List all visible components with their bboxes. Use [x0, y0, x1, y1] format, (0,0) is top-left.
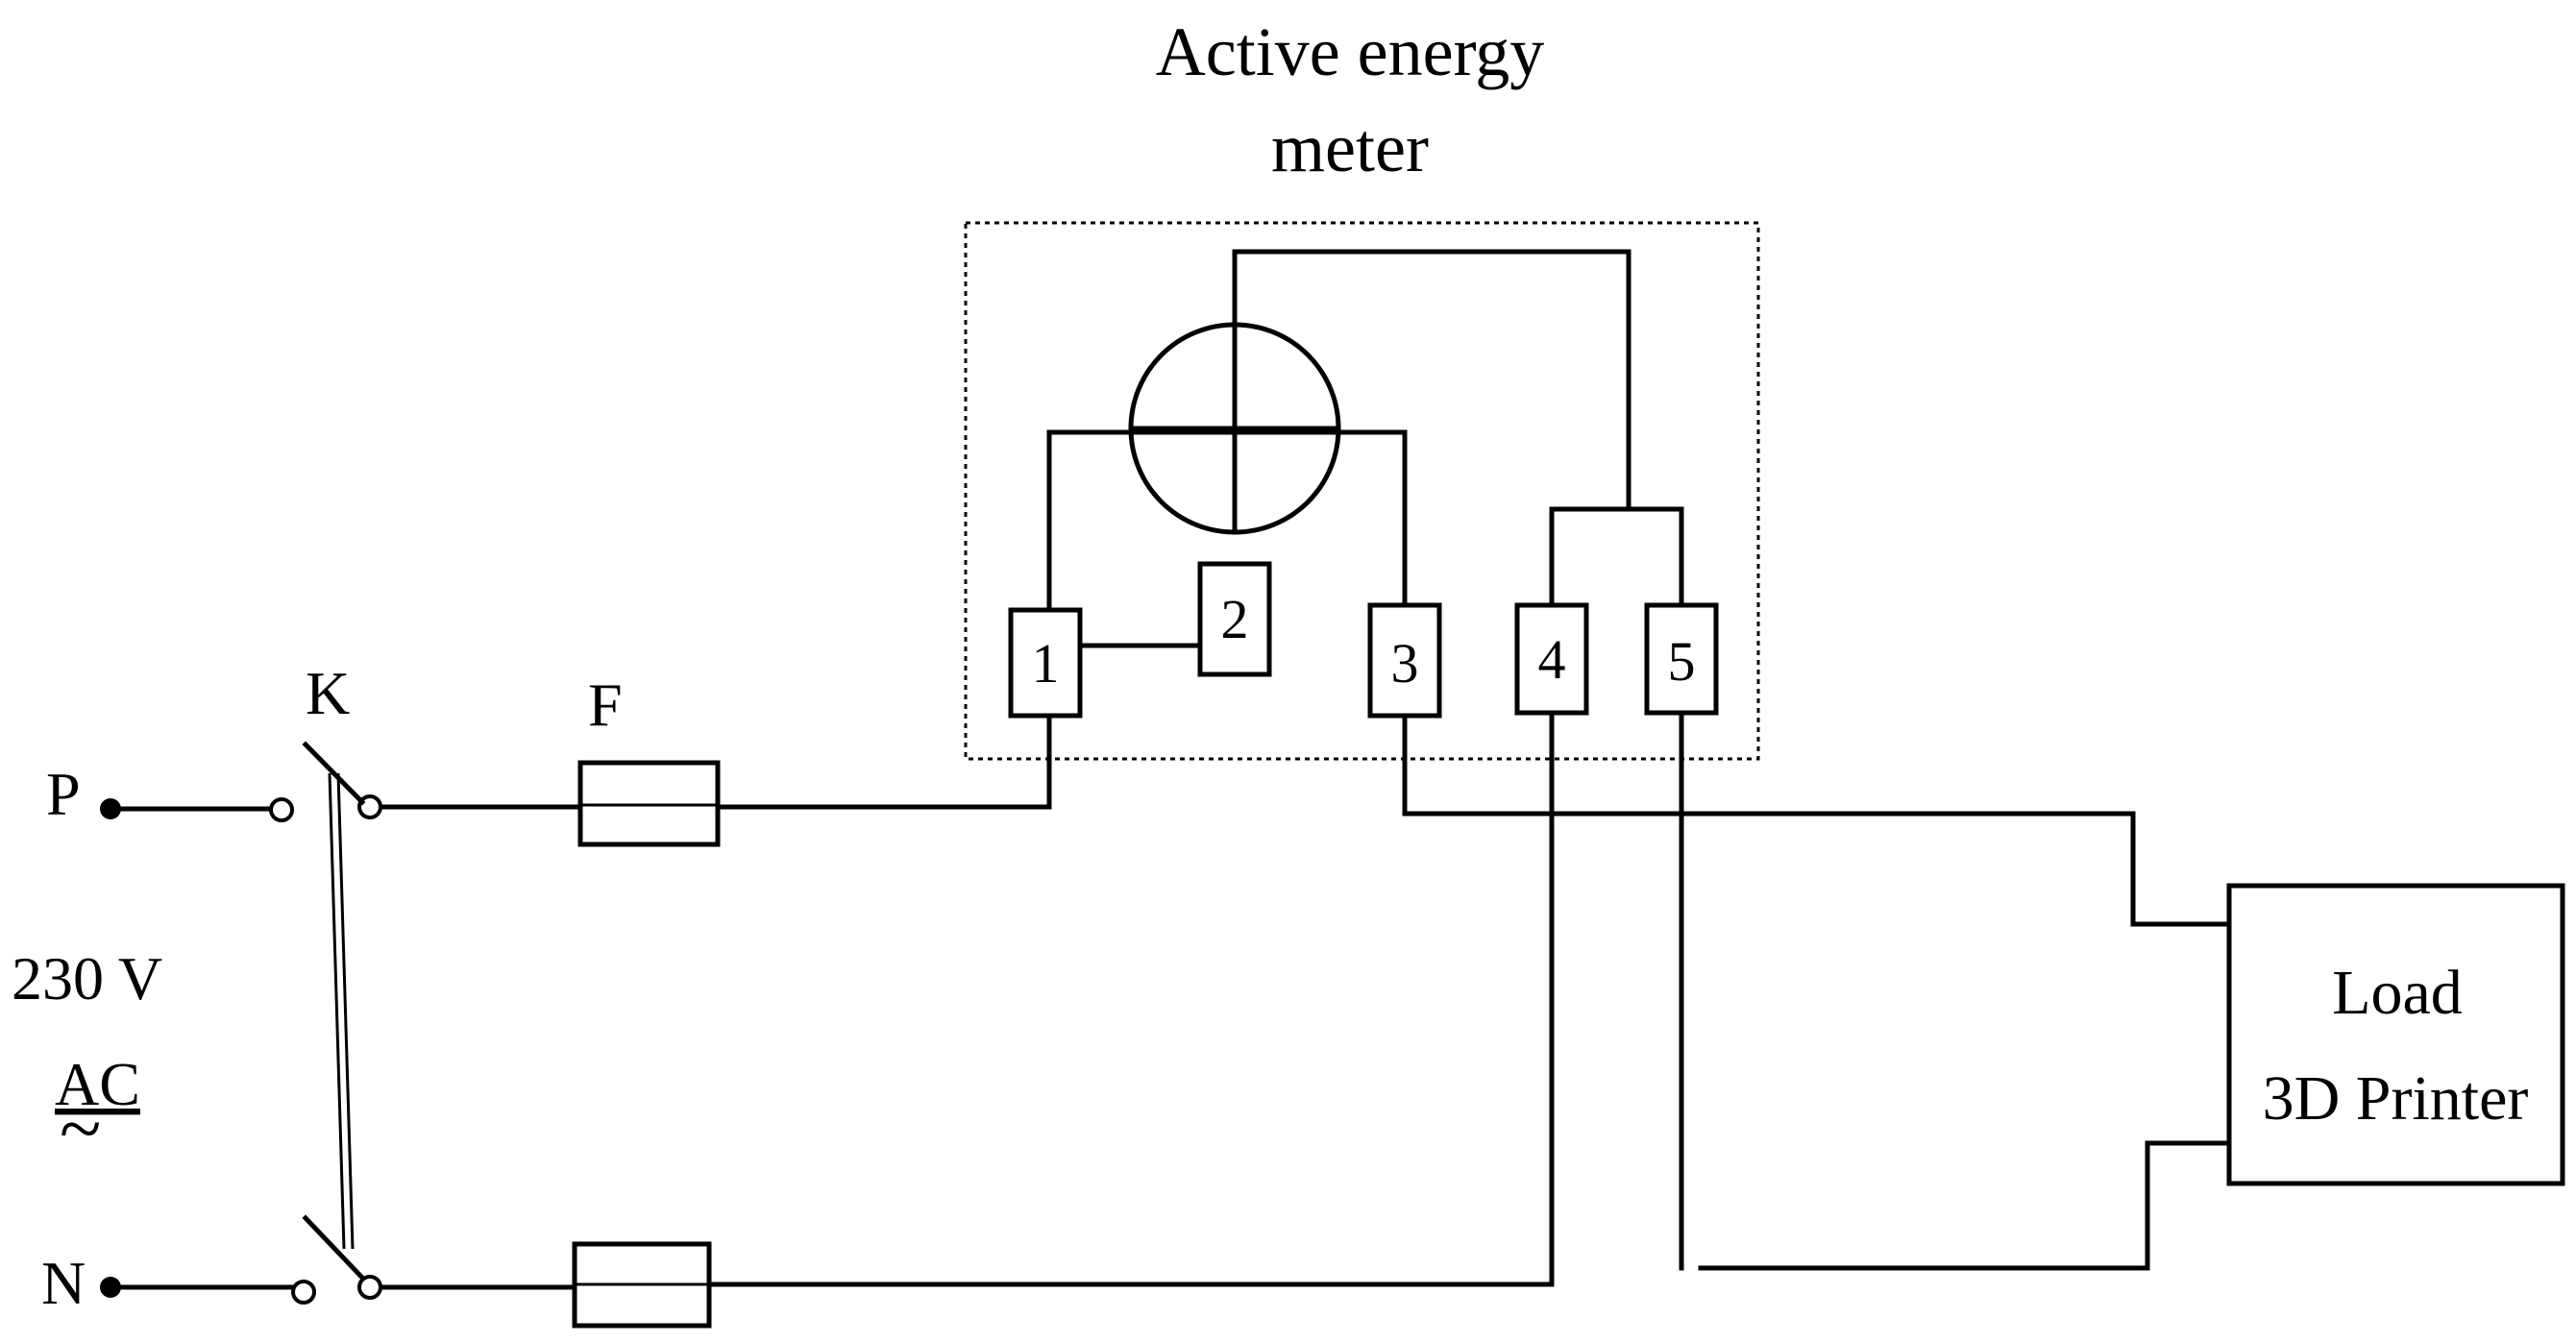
ac-label: AC — [55, 1050, 140, 1118]
diagram-title-line2: meter — [1271, 110, 1429, 186]
terminal-5-label: 5 — [1668, 630, 1696, 693]
terminal-4-label: 4 — [1538, 628, 1566, 691]
phase-terminal-dot — [100, 798, 121, 819]
terminal-5: 5 — [1644, 602, 1719, 716]
load-device-label: 3D Printer — [2263, 1063, 2529, 1134]
fuse-neutral — [572, 1241, 712, 1329]
meter-symbol — [1128, 322, 1341, 535]
external-wiring — [108, 710, 2232, 1290]
terminal-2-label: 2 — [1221, 588, 1249, 650]
terminal-3: 3 — [1367, 602, 1442, 719]
terminal-1: 1 — [1008, 607, 1083, 719]
terminal-3-label: 3 — [1391, 632, 1419, 695]
terminal-4: 4 — [1514, 602, 1589, 716]
phase-label: P — [46, 760, 81, 828]
terminal-2: 2 — [1197, 561, 1272, 677]
voltage-label: 230 V — [12, 944, 162, 1013]
fuse-label: F — [588, 671, 623, 739]
fuse-phase — [577, 760, 721, 847]
load-box: Load 3D Printer — [2226, 883, 2565, 1186]
neutral-terminal-dot — [100, 1277, 121, 1298]
load-label: Load — [2332, 958, 2463, 1028]
diagram-title-line1: Active energy — [1156, 13, 1545, 90]
ac-symbol: ~ — [60, 1087, 101, 1172]
meter-enclosure — [964, 221, 1760, 761]
switch-k — [269, 741, 382, 1305]
switch-label: K — [306, 659, 350, 727]
neutral-label: N — [41, 1249, 86, 1317]
terminal-1-label: 1 — [1032, 632, 1060, 695]
